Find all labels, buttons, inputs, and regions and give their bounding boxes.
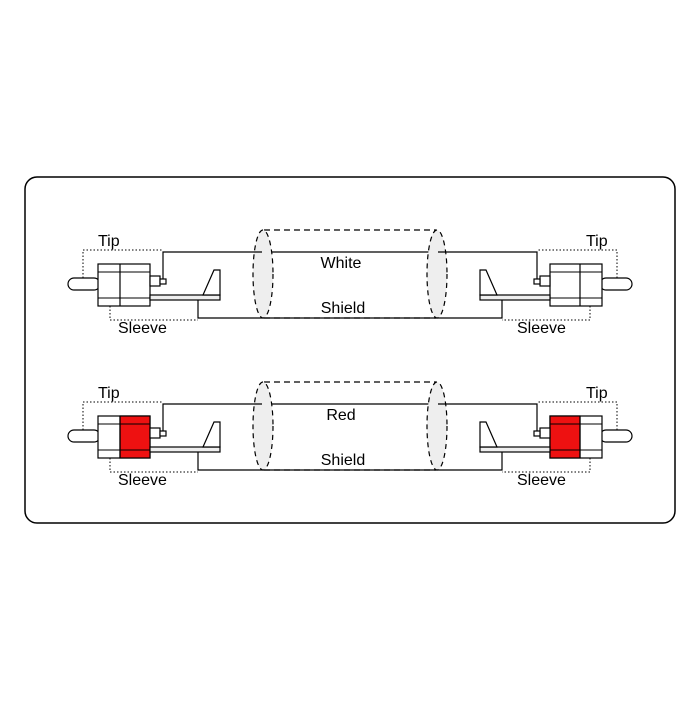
tip-solder-cup: [533, 430, 541, 437]
shield-end-right: [426, 381, 448, 471]
solder-tab: [202, 269, 221, 296]
signal-wire: [438, 403, 538, 431]
solder-tab: [479, 269, 498, 296]
color-band: [549, 415, 581, 459]
diagram-panel: [24, 176, 676, 524]
color-band: [119, 415, 151, 459]
cable-red: Tip Sleeve Tip Sleeve Red Shield: [67, 381, 633, 489]
sleeve-callout: [109, 458, 198, 473]
sleeve-strip: [479, 446, 551, 453]
sleeve-callout: [502, 458, 591, 473]
signal-wire-label: Red: [326, 407, 355, 424]
shield-wire-label: Shield: [321, 452, 365, 469]
sleeve-strip: [479, 294, 551, 301]
plug-body: [97, 263, 151, 307]
shield-wire: [197, 300, 262, 319]
tip-callout: [82, 249, 163, 278]
shield-wire-label: Shield: [321, 300, 365, 317]
tip-solder-cup: [159, 278, 167, 285]
shield-end-left: [252, 229, 274, 319]
connector-right: [438, 401, 633, 473]
shield-wire: [197, 452, 262, 471]
shield-end-left: [252, 381, 274, 471]
signal-wire: [162, 251, 262, 279]
signal-wire: [438, 251, 538, 279]
connector-right: [438, 249, 633, 321]
tip-terminal: [149, 275, 161, 287]
tip-pin: [599, 277, 633, 291]
sleeve-label-right: Sleeve: [517, 320, 566, 337]
tip-callout: [537, 249, 618, 278]
tip-callout: [537, 401, 618, 430]
tip-terminal: [149, 427, 161, 439]
sleeve-strip: [149, 446, 221, 453]
tip-pin: [599, 429, 633, 443]
signal-wire-label: White: [321, 255, 362, 272]
solder-tab: [479, 421, 498, 448]
connector-left: [67, 401, 262, 473]
sleeve-callout: [502, 306, 591, 321]
shield-end-right: [426, 229, 448, 319]
tip-solder-cup: [159, 430, 167, 437]
sleeve-label-left: Sleeve: [118, 320, 167, 337]
tip-pin: [67, 277, 101, 291]
tip-terminal: [539, 275, 551, 287]
tip-label-left: Tip: [98, 233, 120, 250]
connector-left: [67, 249, 262, 321]
tip-label-left: Tip: [98, 385, 120, 402]
sleeve-label-right: Sleeve: [517, 472, 566, 489]
shield-wire: [438, 300, 503, 319]
tip-terminal: [539, 427, 551, 439]
sleeve-label-left: Sleeve: [118, 472, 167, 489]
solder-tab: [202, 421, 221, 448]
shield-wire: [438, 452, 503, 471]
tip-callout: [82, 401, 163, 430]
plug-body: [549, 263, 603, 307]
sleeve-strip: [149, 294, 221, 301]
tip-label-right: Tip: [586, 233, 608, 250]
sleeve-callout: [109, 306, 198, 321]
tip-solder-cup: [533, 278, 541, 285]
cable-white: Tip Sleeve Tip Sleeve White Shield: [67, 229, 633, 337]
tip-pin: [67, 429, 101, 443]
tip-label-right: Tip: [586, 385, 608, 402]
signal-wire: [162, 403, 262, 431]
